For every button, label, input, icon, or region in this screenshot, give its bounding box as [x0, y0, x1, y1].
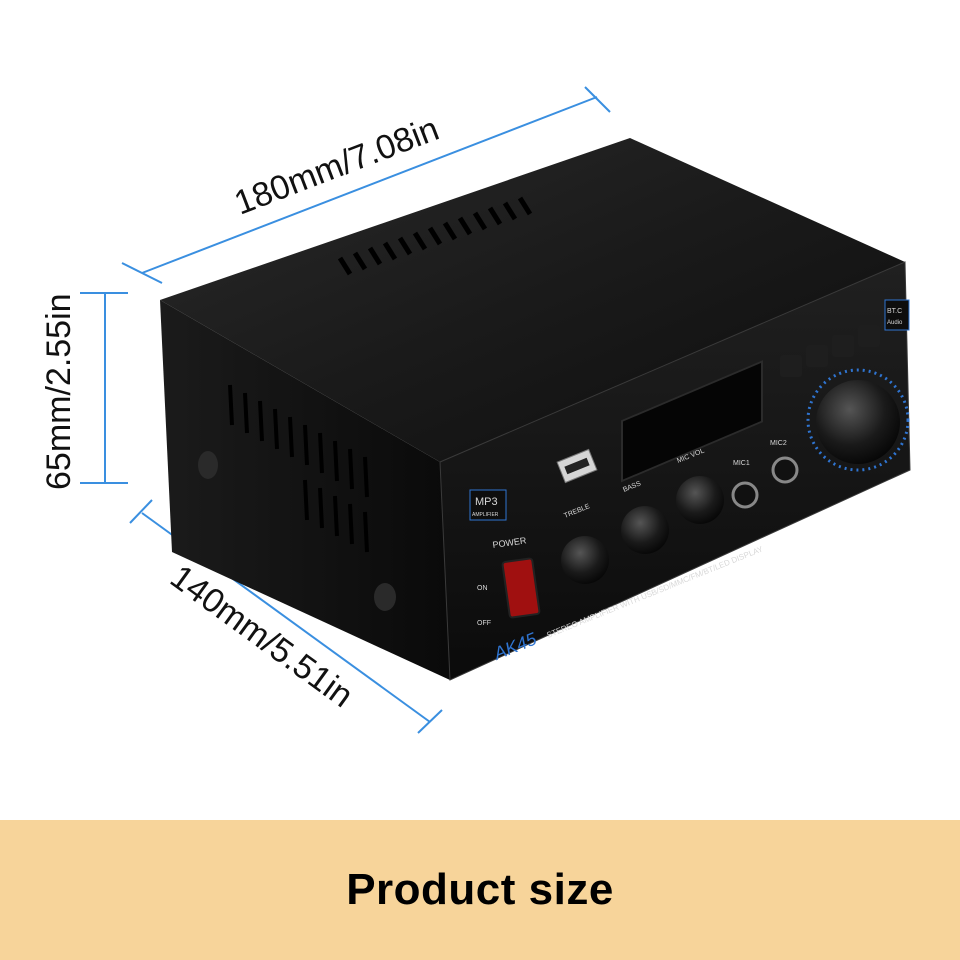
mp3-badge-bottom: AMPLIFIER	[472, 512, 499, 518]
mp3-badge-top: MP3	[475, 496, 498, 508]
mic1-jack[interactable]	[731, 481, 759, 509]
mic-vol-knob[interactable]	[676, 476, 724, 524]
bass-knob[interactable]	[621, 506, 669, 554]
width-label: 180mm/7.08in	[229, 110, 444, 223]
bt-badge-top: BT.C	[887, 308, 902, 315]
amplifier: MP3 AMPLIFIER POWER ON OFF TREBLE BASS M…	[160, 138, 911, 681]
top-panel	[160, 138, 905, 462]
mic2-jack[interactable]	[771, 456, 799, 484]
on-label: ON	[477, 585, 488, 592]
play-button[interactable]	[832, 335, 854, 357]
volume-knob[interactable]	[816, 380, 900, 464]
off-label: OFF	[477, 620, 491, 627]
bt-badge: BT.C Audio	[884, 299, 910, 331]
height-dimension	[80, 292, 128, 484]
mic2-label: MIC2	[770, 440, 787, 447]
led-display	[621, 360, 763, 483]
product-photo: 180mm/7.08in 65mm/2.55in 140mm/5.51in	[40, 86, 911, 734]
foot-front	[374, 583, 396, 611]
mic1-label: MIC1	[733, 460, 750, 467]
treble-knob[interactable]	[561, 536, 609, 584]
prev-button[interactable]	[806, 345, 828, 367]
side-vents	[228, 384, 369, 553]
control-buttons	[780, 325, 880, 377]
top-vents	[337, 196, 533, 276]
caption-banner: Product size	[0, 820, 960, 960]
mp3-badge: MP3 AMPLIFIER	[469, 489, 507, 521]
width-dimension	[121, 86, 611, 284]
caption-text: Product size	[346, 865, 614, 914]
next-button[interactable]	[858, 325, 880, 347]
mode-button[interactable]	[780, 355, 802, 377]
power-label: POWER	[492, 535, 528, 550]
bt-badge-bottom: Audio	[887, 320, 903, 326]
volume-ring	[806, 368, 910, 472]
foot-left	[198, 451, 218, 479]
power-switch[interactable]	[501, 557, 541, 619]
height-label: 65mm/2.55in	[40, 293, 78, 490]
